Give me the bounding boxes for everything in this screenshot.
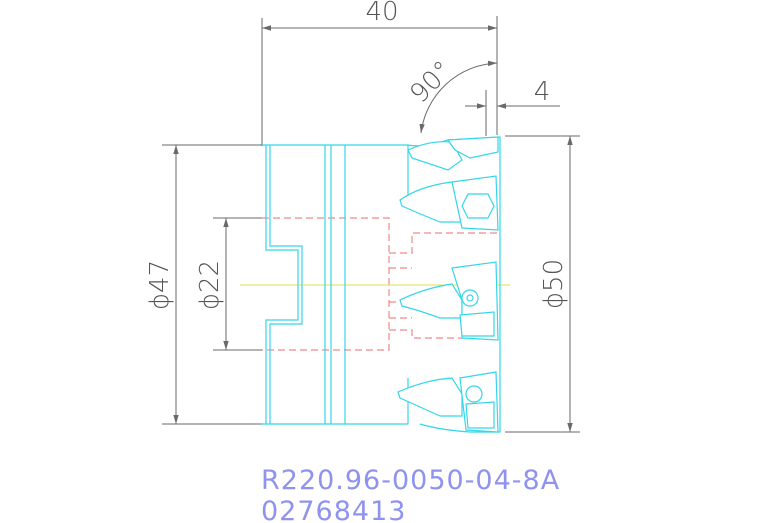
dimension-diameter-right-label: ϕ50 [539, 259, 569, 309]
part-number: R220.96-0050-04-8A [261, 465, 560, 496]
item-code: 02768413 [261, 496, 406, 523]
dimension-width-small: 4 [465, 77, 560, 136]
tool-body [262, 136, 501, 433]
dimension-diameter-right: ϕ50 [505, 135, 580, 433]
dimension-angle-label: 90° [404, 55, 458, 109]
insert-top [399, 136, 499, 231]
dimension-diameter-left: ϕ47 [145, 144, 262, 425]
insert-bottom [397, 371, 499, 433]
dimension-diameter-bore-label: ϕ22 [195, 260, 225, 310]
dimension-length-label: 40 [365, 0, 398, 27]
dimension-length: 40 [261, 0, 498, 146]
insert-middle [399, 261, 499, 341]
dimension-diameter-left-label: ϕ47 [145, 260, 175, 310]
dimension-width-small-label: 4 [534, 77, 551, 107]
dimension-angle: 90° [404, 55, 498, 134]
dimension-diameter-bore: ϕ22 [195, 217, 262, 351]
